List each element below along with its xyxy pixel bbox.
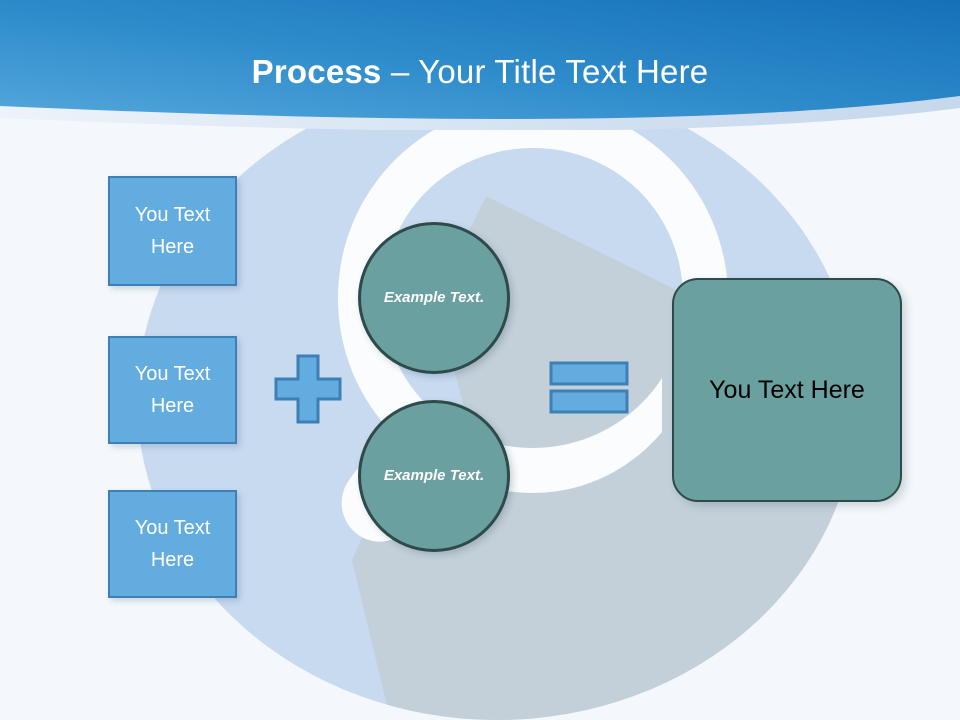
input-box-2[interactable]: You Text Here (108, 336, 237, 444)
input-box-2-label: You Text Here (134, 363, 211, 417)
page-title: Process – Your Title Text Here (0, 52, 960, 92)
slide-header: Process – Your Title Text Here (0, 0, 960, 130)
input-box-1-label: You Text Here (134, 204, 211, 258)
process-circle-1[interactable]: Example Text. (358, 222, 510, 374)
page-title-rest: – Your Title Text Here (381, 53, 709, 90)
plus-icon (274, 354, 342, 424)
process-circle-2[interactable]: Example Text. (358, 400, 510, 552)
header-wave-shape (0, 0, 960, 130)
equals-icon (549, 361, 629, 414)
header-blue-band (0, 0, 960, 119)
process-circle-1-label: Example Text. (383, 289, 485, 306)
result-box-label: You Text Here (709, 376, 865, 404)
input-box-3[interactable]: You Text Here (108, 490, 237, 598)
page-title-bold: Process (251, 53, 382, 90)
process-circle-2-label: Example Text. (383, 467, 485, 484)
input-box-3-label: You Text Here (134, 517, 211, 571)
input-box-1[interactable]: You Text Here (108, 176, 237, 286)
result-box[interactable]: You Text Here (672, 278, 902, 502)
